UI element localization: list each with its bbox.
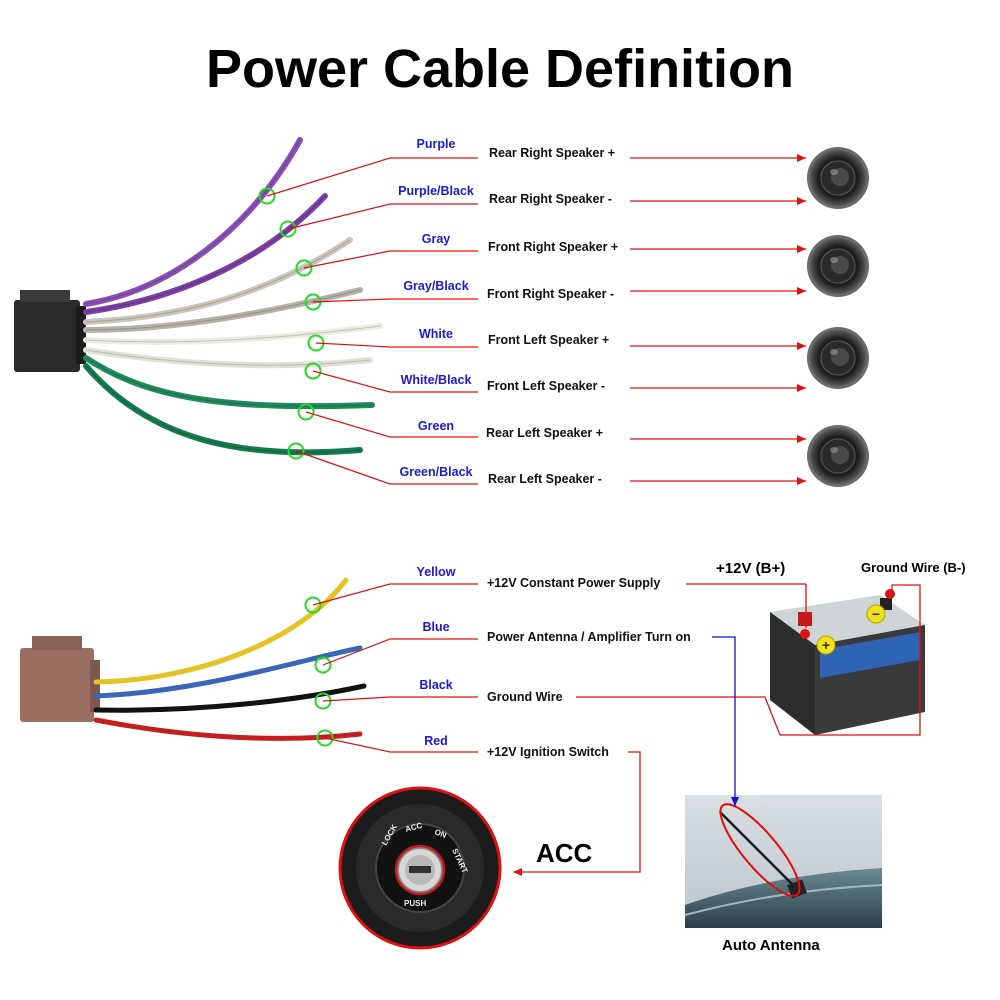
wire-purple-black-edge (85, 195, 326, 313)
ground-connection (576, 584, 921, 736)
speaker-icon (807, 147, 869, 209)
wire-white-black-edge (85, 349, 371, 366)
wire-gray-black (83, 287, 363, 333)
wire-white-black (83, 347, 373, 369)
wire-function-label-red: +12V Ignition Switch (487, 745, 609, 759)
power-harness-connector (20, 636, 100, 722)
ignition-switch-photo: LOCK ACC ON START PUSH (338, 786, 502, 950)
wire-color-label-white-black: White/Black (401, 373, 472, 387)
ignition-on-label: ON (433, 827, 448, 840)
wire-blue-callout (322, 638, 478, 666)
wire-white-callout (315, 342, 478, 348)
antenna-caption: Auto Antenna (722, 937, 820, 954)
wire-function-label-green-black: Rear Left Speaker - (488, 472, 602, 486)
wire-green-black (83, 363, 363, 456)
acc-connection (513, 751, 641, 876)
wire-function-label-gray-black: Front Right Speaker - (487, 287, 614, 301)
auto-antenna-photo (684, 795, 883, 928)
wire-color-label-blue: Blue (422, 620, 449, 634)
wire-white-black-marker (304, 362, 322, 380)
car-battery: + − (770, 589, 925, 735)
wire-green-edge (85, 357, 373, 407)
wire-color-label-yellow: Yellow (417, 565, 456, 579)
wire-function-label-purple-black: Rear Right Speaker - (489, 192, 612, 206)
wire-purple-black (83, 193, 328, 315)
wire-purple-black-callout (287, 203, 478, 230)
wire-function-label-black: Ground Wire (487, 690, 563, 704)
wire-white-edge (85, 325, 381, 343)
wire-function-label-green: Rear Left Speaker + (486, 426, 603, 440)
acc-label: ACC (536, 838, 593, 868)
antenna-connection (712, 636, 739, 806)
wire-black (93, 683, 367, 713)
wire-function-label-white: Front Left Speaker + (488, 333, 609, 347)
wire-blue-marker (314, 656, 332, 674)
wire-color-label-green-black: Green/Black (400, 465, 473, 479)
wire-purple-marker (258, 187, 276, 205)
wire-purple-black-marker (279, 220, 297, 238)
svg-text:+: + (822, 637, 830, 653)
wire-color-label-purple: Purple (417, 137, 456, 151)
wire-color-label-gray-black: Gray/Black (403, 279, 468, 293)
wire-gray-black-edge (85, 289, 361, 331)
wire-yellow-callout (312, 583, 478, 606)
wire-blue (93, 645, 363, 699)
svg-text:−: − (872, 606, 880, 622)
ignition-acc-label: ACC (404, 821, 423, 834)
ignition-push-label: PUSH (404, 899, 426, 908)
wire-yellow-marker (304, 596, 322, 614)
wire-purple-callout (266, 157, 478, 197)
wire-white (83, 323, 383, 345)
wire-function-label-purple: Rear Right Speaker + (489, 146, 615, 160)
wire-color-label-gray: Gray (422, 232, 451, 246)
wire-purple-edge (85, 139, 301, 305)
wire-color-label-white: White (419, 327, 453, 341)
wire-function-label-blue: Power Antenna / Amplifier Turn on (487, 630, 691, 644)
wire-green-black-callout (295, 450, 478, 485)
wire-function-label-gray: Front Right Speaker + (488, 240, 618, 254)
wire-red-callout (324, 737, 478, 753)
wire-white-black-callout (312, 370, 478, 393)
wire-color-label-green: Green (418, 419, 454, 433)
wire-gray-black-callout (312, 298, 478, 303)
wire-yellow (93, 577, 349, 685)
wire-black-callout (322, 696, 478, 702)
wire-green-black-edge (85, 365, 361, 453)
speaker-icon (807, 327, 869, 389)
battery-positive-connection (686, 583, 807, 628)
wire-gray-marker (295, 259, 313, 277)
wire-gray-callout (303, 250, 478, 269)
wire-color-label-purple-black: Purple/Black (398, 184, 474, 198)
battery-ground-label: Ground Wire (B-) (861, 560, 966, 575)
wire-color-label-black: Black (419, 678, 452, 692)
wire-green (83, 355, 375, 410)
speaker-harness-connector (14, 290, 86, 372)
page-title: Power Cable Definition (205, 39, 795, 99)
wire-red-marker (316, 729, 334, 747)
wire-red (93, 717, 363, 741)
wire-gray (83, 237, 353, 325)
wire-function-label-white-black: Front Left Speaker - (487, 379, 605, 393)
battery-positive-label: +12V (B+) (716, 560, 785, 577)
wire-green-marker (297, 403, 315, 421)
wire-green-callout (305, 411, 478, 438)
wire-purple (83, 137, 303, 307)
wire-green-black-marker (287, 442, 305, 460)
wire-color-label-red: Red (424, 734, 448, 748)
speaker-icon (807, 235, 869, 297)
speaker-icon (807, 425, 869, 487)
wire-gray-edge (85, 239, 351, 323)
wire-function-label-yellow: +12V Constant Power Supply (487, 576, 660, 590)
